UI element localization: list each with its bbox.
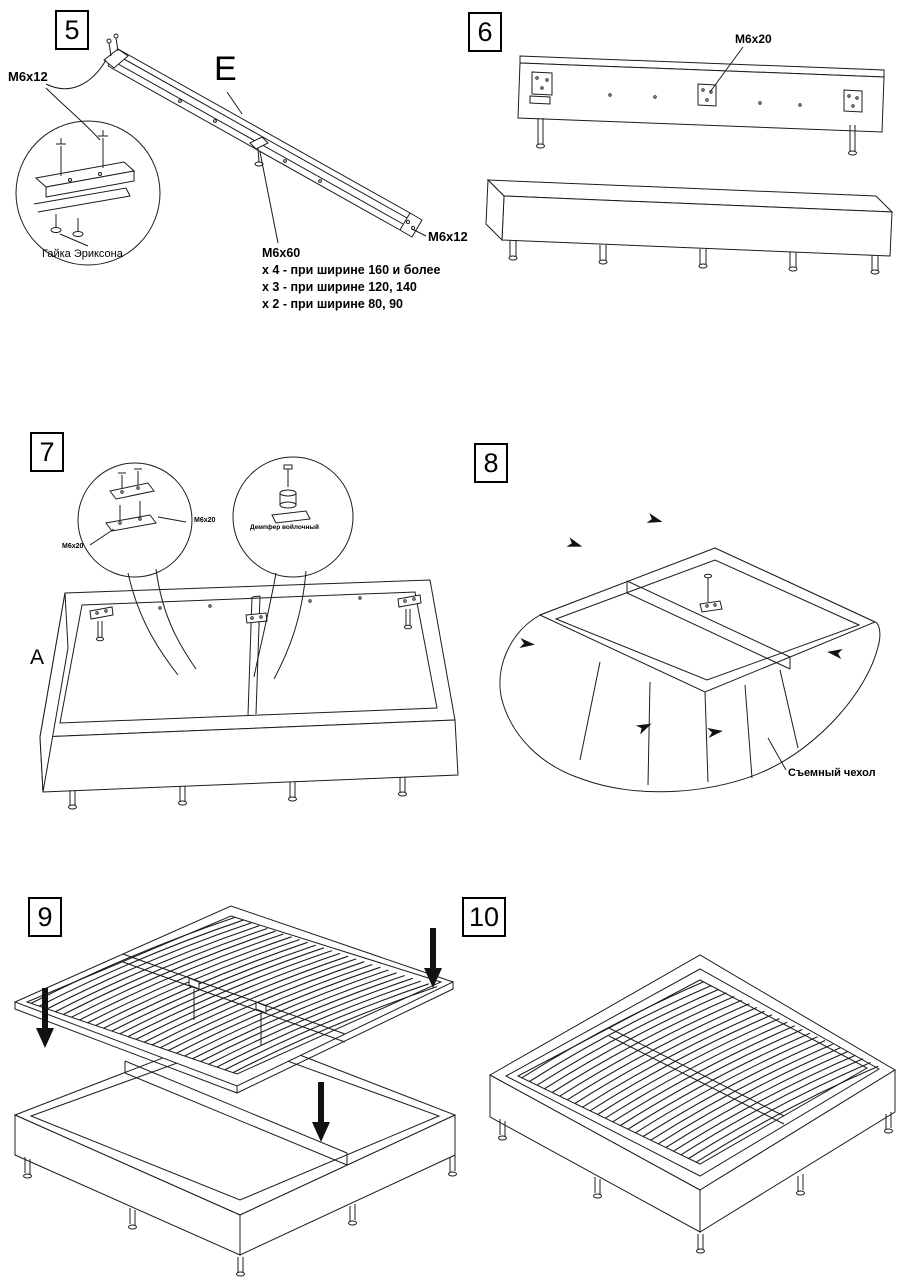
step-8-number: 8 [474, 443, 508, 483]
step6-backpanel-drawing [485, 46, 894, 275]
bracket-callout-left [77, 462, 193, 578]
label-removable-cover: Съемный чехол [788, 767, 876, 779]
center-rail-beam [103, 33, 423, 238]
callout-leader-curves [127, 568, 307, 680]
label-m6x60: M6x60 [262, 246, 301, 260]
down-arrows [36, 928, 442, 1142]
label-erikson-nut: Гайка Эриксона [42, 248, 123, 260]
box-with-cover [499, 547, 881, 793]
label-m6x12-left: M6x12 [8, 69, 48, 84]
tuck-arrows [519, 513, 843, 738]
label-m6x12-right: M6x12 [428, 229, 468, 244]
damper-callout-right [232, 456, 354, 578]
step8-cover-drawing [499, 513, 881, 793]
open-box-frame [39, 579, 459, 810]
erikson-nut-callout [15, 120, 161, 266]
step5-leader-lines [45, 59, 427, 244]
bolt-qty-line-1: x 4 - при ширине 160 и более [262, 263, 441, 277]
step-10-number: 10 [462, 897, 506, 937]
step9-slats-drawing [13, 905, 457, 1277]
bolt-qty-line-3: x 2 - при ширине 80, 90 [262, 297, 403, 311]
slatted-base-panel [13, 905, 455, 1094]
assembled-base [488, 954, 896, 1254]
label-m6x20-lower: M6x20 [62, 543, 84, 550]
label-m6x20-step6: M6x20 [735, 32, 772, 46]
part-letter-e: E [214, 50, 237, 88]
back-rail-panel [517, 46, 885, 156]
step-5-number: 5 [55, 10, 89, 50]
step10-assembled-drawing [488, 954, 896, 1254]
label-m6x20-right: M6x20 [194, 517, 216, 524]
bed-base-box [485, 178, 894, 275]
label-felt-damper: Демпфер войлочный [250, 524, 319, 531]
step-6-number: 6 [468, 12, 502, 52]
part-letter-a: A [30, 646, 45, 669]
bolt-qty-line-2: x 3 - при ширине 120, 140 [262, 280, 417, 294]
base-box [13, 1029, 457, 1277]
step-9-number: 9 [28, 897, 62, 937]
step5-rail-drawing [15, 33, 427, 266]
step7-frame-drawing [39, 456, 459, 810]
step-7-number: 7 [30, 432, 64, 472]
bolt-quantity-note: M6x60 x 4 - при ширине 160 и более x 3 -… [262, 245, 440, 313]
